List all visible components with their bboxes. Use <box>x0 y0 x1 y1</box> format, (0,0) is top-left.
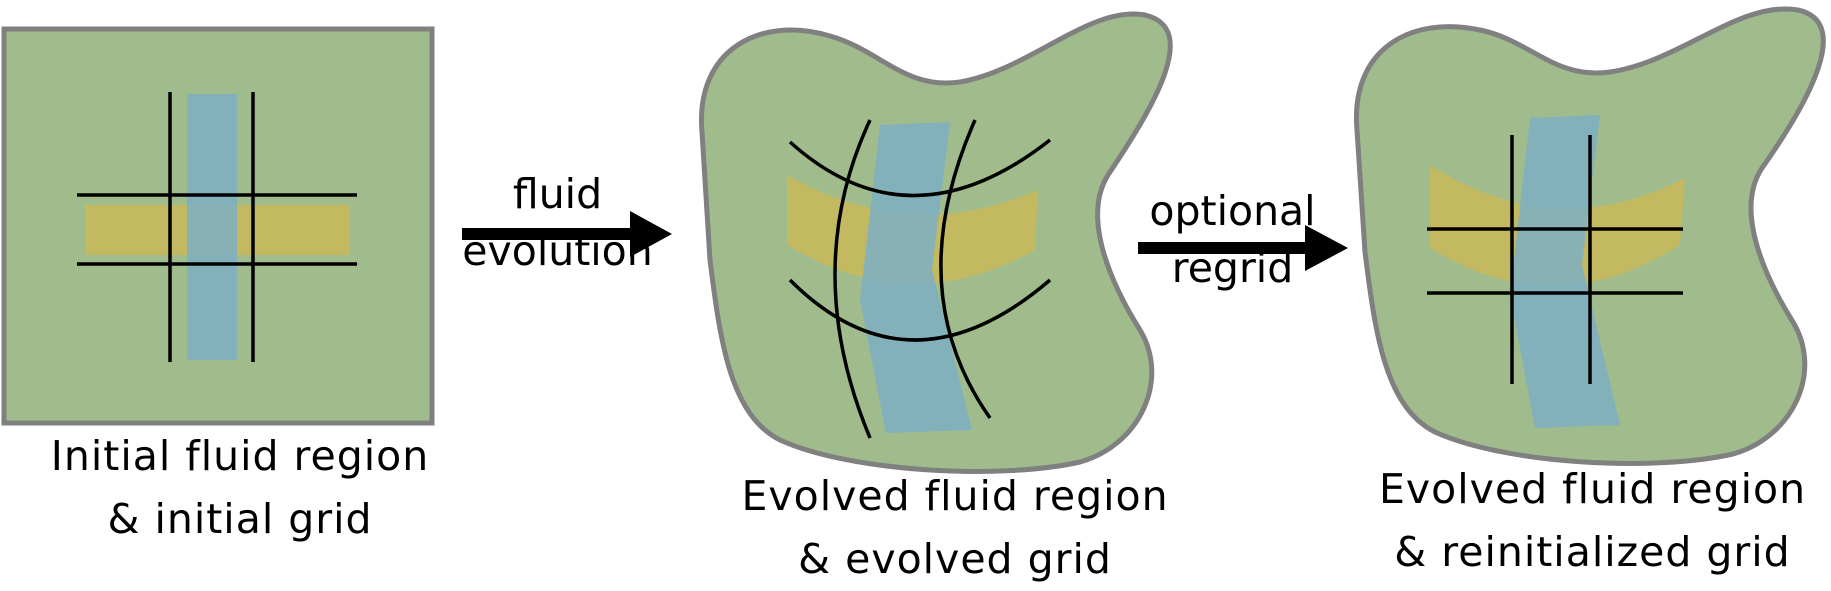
caption-line1: Evolved fluid region <box>741 472 1169 520</box>
reinitialized-grid <box>1427 135 1683 384</box>
arrow-label-line2: evolution <box>462 227 653 275</box>
caption-line2: & initial grid <box>107 495 373 543</box>
caption-line1: Initial fluid region <box>50 432 430 480</box>
caption-reinitialized: Evolved fluid region & reinitialized gri… <box>1360 458 1825 584</box>
vertical-band <box>860 122 972 433</box>
grid-line <box>939 119 992 420</box>
caption-initial: Initial fluid region & initial grid <box>10 425 470 551</box>
panel-reinitialized <box>1353 6 1826 466</box>
arrow-shaft <box>1138 242 1308 254</box>
caption-line2: & reinitialized grid <box>1394 528 1791 576</box>
arrow-label-line1: fluid <box>512 170 603 218</box>
arrow-fluid-evolution <box>462 211 672 257</box>
arrow-label-optional-regrid: optional regrid <box>1125 183 1340 297</box>
panel-initial <box>1 26 435 426</box>
grid-line <box>788 138 1052 198</box>
panel-evolved <box>699 11 1173 474</box>
vertical-band <box>187 94 237 360</box>
grid-line <box>833 119 872 439</box>
arrow-label-line1: optional <box>1149 187 1316 235</box>
caption-line2: & evolved grid <box>798 535 1112 583</box>
vertical-band <box>1510 115 1620 428</box>
evolved-grid <box>788 119 1052 439</box>
arrowhead-icon <box>1305 225 1348 271</box>
arrow-shaft <box>462 228 632 240</box>
caption-line1: Evolved fluid region <box>1378 465 1807 513</box>
arrow-optional-regrid <box>1138 225 1348 271</box>
arrow-label-fluid-evolution: fluid evolution <box>450 166 665 280</box>
initial-grid <box>77 92 357 362</box>
arrow-label-line2: regrid <box>1171 244 1294 292</box>
caption-evolved: Evolved fluid region & evolved grid <box>720 465 1190 591</box>
arrowhead-icon <box>630 211 672 257</box>
grid-line <box>788 278 1052 342</box>
